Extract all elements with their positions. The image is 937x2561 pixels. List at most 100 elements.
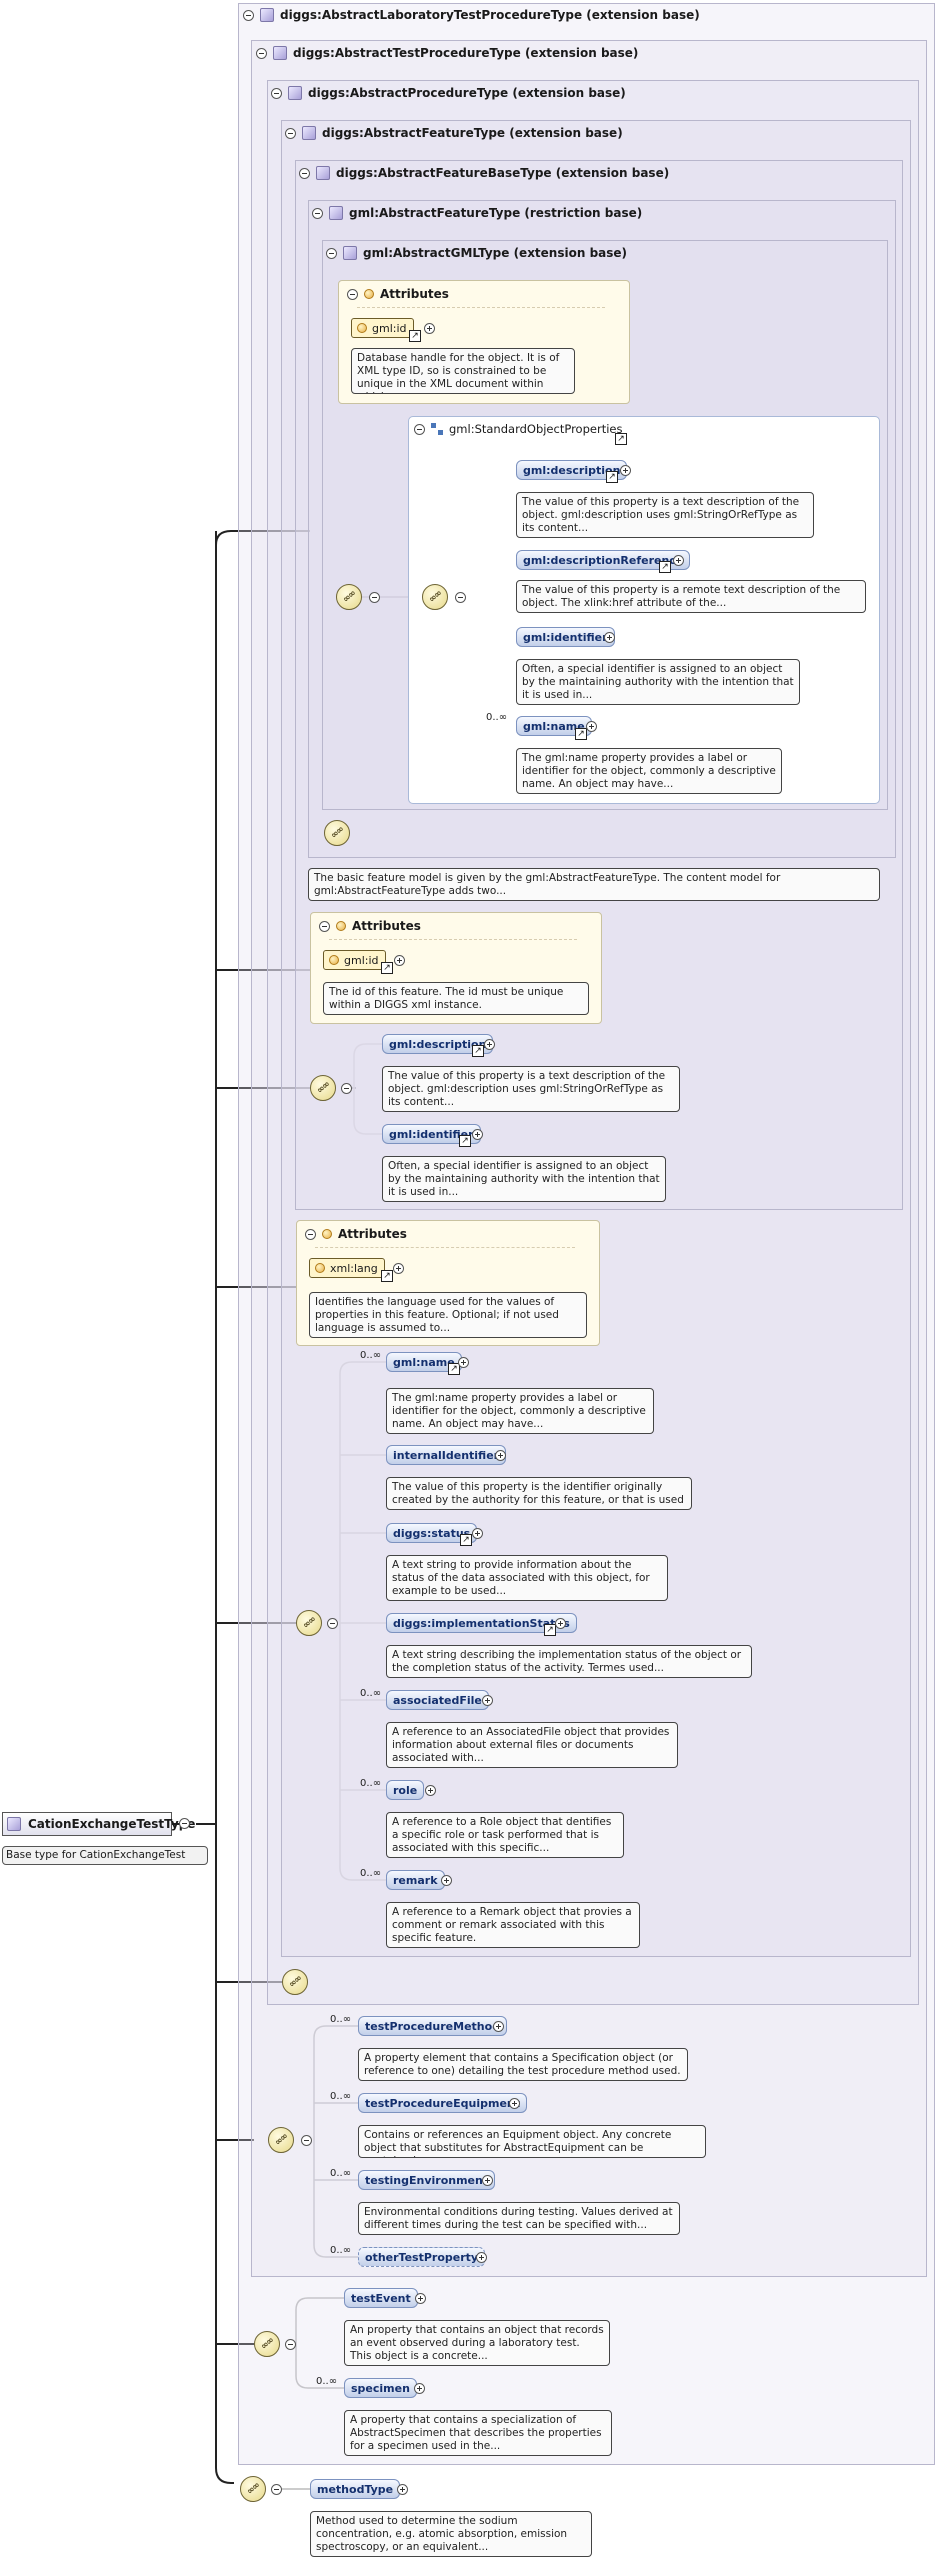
collapse-minus-icon[interactable]	[414, 423, 425, 435]
collapse-minus-icon[interactable]	[243, 9, 254, 21]
attribute-bulb-icon	[329, 955, 339, 965]
element-gml-identifier[interactable]: gml:identifier	[516, 627, 615, 647]
collapse-minus-icon[interactable]	[326, 247, 337, 259]
sequence-icon[interactable]: ∞∞	[240, 2476, 266, 2502]
expand-plus-icon[interactable]	[424, 323, 435, 334]
sequence-icon[interactable]: ∞∞	[336, 584, 362, 610]
element-gml-description-2[interactable]: gml:description	[382, 1034, 494, 1054]
link-arrow-icon[interactable]: ↗	[606, 471, 618, 483]
collapse-minus-icon[interactable]	[179, 1818, 190, 1829]
collapse-minus-icon[interactable]	[341, 1083, 352, 1094]
collapse-minus-icon[interactable]	[271, 2484, 282, 2495]
attribute-gml-id-2[interactable]: gml:id	[323, 950, 386, 970]
link-arrow-icon[interactable]: ↗	[615, 433, 627, 445]
base-header-1[interactable]: diggs:AbstractLaboratoryTestProcedureTyp…	[243, 8, 700, 22]
attribute-gml-id-1[interactable]: gml:id	[351, 318, 414, 338]
expand-plus-icon[interactable]	[476, 2252, 487, 2263]
expand-plus-icon[interactable]	[472, 1528, 483, 1539]
expand-plus-icon[interactable]	[555, 1618, 566, 1629]
expand-plus-icon[interactable]	[495, 1450, 506, 1461]
standard-object-properties-header[interactable]: gml:StandardObjectProperties	[414, 422, 622, 436]
expand-plus-icon[interactable]	[425, 1785, 436, 1796]
element-gml-description[interactable]: gml:description	[516, 460, 628, 480]
expand-plus-icon[interactable]	[482, 2175, 493, 2186]
element-remark[interactable]: remark	[386, 1870, 445, 1890]
link-arrow-icon[interactable]: ↗	[659, 561, 671, 573]
collapse-minus-icon[interactable]	[327, 1618, 338, 1629]
expand-plus-icon[interactable]	[441, 1875, 452, 1886]
element-specimen[interactable]: specimen	[344, 2378, 417, 2398]
expand-plus-icon[interactable]	[620, 465, 631, 476]
expand-plus-icon[interactable]	[509, 2098, 520, 2109]
collapse-minus-icon[interactable]	[319, 920, 330, 932]
sequence-icon[interactable]: ∞∞	[422, 584, 448, 610]
expand-plus-icon[interactable]	[586, 721, 597, 732]
element-testing-environment[interactable]: testingEnvironment	[358, 2170, 496, 2190]
element-internal-identifier[interactable]: internalIdentifier	[386, 1445, 507, 1465]
expand-plus-icon[interactable]	[415, 2293, 426, 2304]
sequence-icon[interactable]: ∞∞	[310, 1075, 336, 1101]
element-implementation-status[interactable]: diggs:implementationStatus	[386, 1613, 577, 1633]
base-header-6[interactable]: gml:AbstractFeatureType (restriction bas…	[312, 206, 642, 220]
collapse-minus-icon[interactable]	[347, 288, 358, 300]
link-arrow-icon[interactable]: ↗	[381, 962, 393, 974]
cardinality-label: 0..∞	[330, 2168, 352, 2179]
base-header-7[interactable]: gml:AbstractGMLType (extension base)	[326, 246, 627, 260]
expand-plus-icon[interactable]	[394, 955, 405, 966]
sequence-icon[interactable]: ∞∞	[282, 1969, 308, 1995]
element-test-procedure-equipment[interactable]: testProcedureEquipment	[358, 2093, 528, 2113]
expand-plus-icon[interactable]	[458, 1357, 469, 1368]
link-arrow-icon[interactable]: ↗	[381, 1270, 393, 1282]
expand-plus-icon[interactable]	[482, 1695, 493, 1706]
element-gml-name[interactable]: gml:name	[516, 716, 592, 736]
element-associated-file[interactable]: associatedFile	[386, 1690, 489, 1710]
link-arrow-icon[interactable]: ↗	[409, 330, 421, 342]
base-header-5[interactable]: diggs:AbstractFeatureBaseType (extension…	[299, 166, 669, 180]
link-arrow-icon[interactable]: ↗	[448, 1363, 460, 1375]
expand-plus-icon[interactable]	[393, 1263, 404, 1274]
sequence-icon[interactable]: ∞∞	[296, 1610, 322, 1636]
expand-plus-icon[interactable]	[604, 632, 615, 643]
sequence-icon[interactable]: ∞∞	[324, 820, 350, 846]
expand-plus-icon[interactable]	[472, 1129, 483, 1140]
expand-plus-icon[interactable]	[493, 2021, 504, 2032]
element-method-type[interactable]: methodType	[310, 2479, 401, 2499]
attributes-header[interactable]: Attributes	[319, 919, 421, 933]
root-type-box[interactable]: CationExchangeTestType	[2, 1812, 195, 1836]
collapse-minus-icon[interactable]	[305, 1228, 316, 1240]
sequence-icon[interactable]: ∞∞	[254, 2331, 280, 2357]
attributes-header[interactable]: Attributes	[347, 287, 449, 301]
sequence-icon[interactable]: ∞∞	[268, 2127, 294, 2153]
base-header-2[interactable]: diggs:AbstractTestProcedureType (extensi…	[256, 46, 638, 60]
element-test-procedure-method[interactable]: testProcedureMethod	[358, 2016, 508, 2036]
collapse-minus-icon[interactable]	[455, 592, 466, 603]
element-doc-specimen: A property that contains a specializatio…	[344, 2410, 612, 2456]
element-gml-name-2[interactable]: gml:name	[386, 1352, 462, 1372]
link-arrow-icon[interactable]: ↗	[459, 1135, 471, 1147]
element-other-test-property[interactable]: otherTestProperty	[358, 2247, 486, 2267]
expand-plus-icon[interactable]	[397, 2484, 408, 2495]
collapse-minus-icon[interactable]	[299, 167, 310, 179]
collapse-minus-icon[interactable]	[369, 592, 380, 603]
element-role[interactable]: role	[386, 1780, 425, 1800]
attribute-xml-lang[interactable]: xml:lang	[309, 1258, 385, 1278]
collapse-minus-icon[interactable]	[312, 207, 323, 219]
element-diggs-status[interactable]: diggs:status	[386, 1523, 478, 1543]
collapse-minus-icon[interactable]	[271, 87, 282, 99]
base-header-3[interactable]: diggs:AbstractProcedureType (extension b…	[271, 86, 626, 100]
link-arrow-icon[interactable]: ↗	[575, 728, 587, 740]
link-arrow-icon[interactable]: ↗	[544, 1624, 556, 1636]
attributes-header[interactable]: Attributes	[305, 1227, 407, 1241]
element-gml-description-reference[interactable]: gml:descriptionReference	[516, 550, 691, 570]
expand-plus-icon[interactable]	[673, 555, 684, 566]
collapse-minus-icon[interactable]	[285, 2339, 296, 2350]
element-test-event[interactable]: testEvent	[344, 2288, 418, 2308]
base-header-4[interactable]: diggs:AbstractFeatureType (extension bas…	[285, 126, 623, 140]
collapse-minus-icon[interactable]	[285, 127, 296, 139]
expand-plus-icon[interactable]	[484, 1039, 495, 1050]
expand-plus-icon[interactable]	[414, 2383, 425, 2394]
collapse-minus-icon[interactable]	[301, 2135, 312, 2146]
collapse-minus-icon[interactable]	[256, 47, 267, 59]
link-arrow-icon[interactable]: ↗	[460, 1534, 472, 1546]
link-arrow-icon[interactable]: ↗	[472, 1045, 484, 1057]
